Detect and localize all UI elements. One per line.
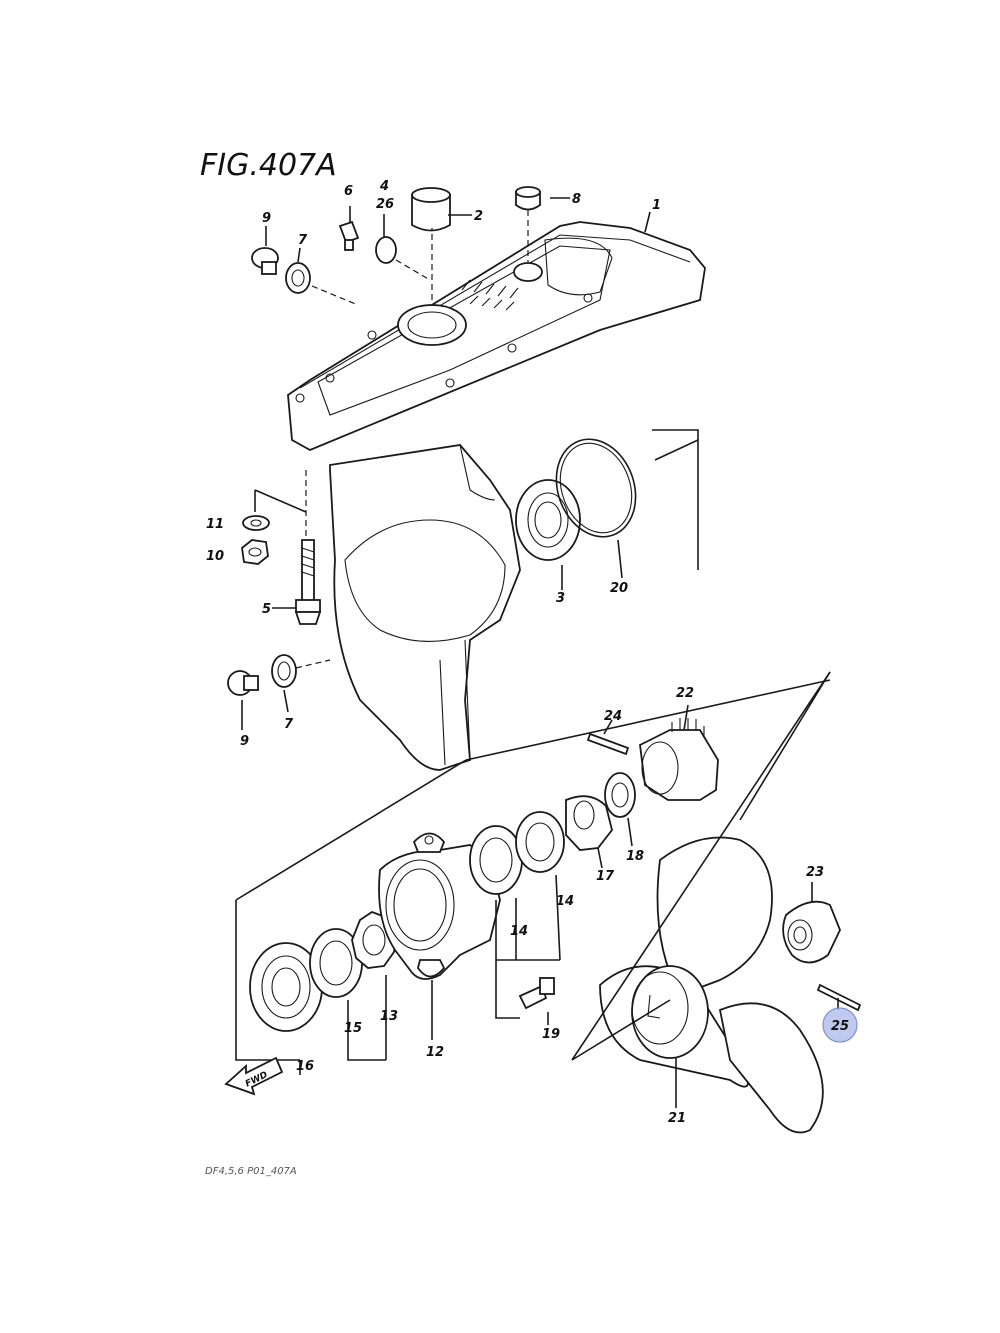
part-label-25[interactable]: 25 [831, 1019, 849, 1034]
part-label-14b[interactable]: 14 [556, 894, 574, 909]
part-label-1[interactable]: 1 [652, 198, 661, 213]
part-labels: 1 2 3 4 5 6 7 7 8 9 9 10 11 12 13 14 14 … [206, 179, 849, 1126]
gear-case-housing [287, 221, 706, 771]
part-label-23[interactable]: 23 [806, 865, 824, 880]
part-label-7-top[interactable]: 7 [298, 233, 308, 248]
part-label-9-top[interactable]: 9 [262, 211, 271, 226]
part-label-21[interactable]: 21 [668, 1111, 686, 1126]
part-label-20[interactable]: 20 [610, 581, 628, 596]
part-label-14a[interactable]: 14 [510, 924, 528, 939]
part-label-26[interactable]: 26 [376, 197, 394, 212]
part-label-18[interactable]: 18 [626, 849, 644, 864]
part-label-7-bottom[interactable]: 7 [284, 717, 294, 732]
part-label-9-bottom[interactable]: 9 [240, 734, 249, 749]
part-label-17[interactable]: 17 [596, 869, 615, 884]
drawing-code: DF4,5,6 P01_407A [205, 1166, 297, 1177]
figure-title: FIG.407A [200, 148, 337, 183]
part-label-16[interactable]: 16 [296, 1059, 314, 1074]
part-label-3[interactable]: 3 [556, 591, 565, 606]
part-label-2[interactable]: 2 [474, 209, 483, 224]
part-label-12[interactable]: 12 [426, 1045, 444, 1060]
part-label-4[interactable]: 4 [379, 179, 389, 194]
part-label-19[interactable]: 19 [542, 1027, 560, 1042]
forward-direction-arrow: FWD [224, 1056, 284, 1096]
part-label-6[interactable]: 6 [344, 184, 353, 199]
bearing-and-oring [515, 438, 637, 561]
part-label-5[interactable]: 5 [262, 602, 271, 617]
prop-nut-and-cotter-pin [782, 900, 862, 1012]
part-label-13[interactable]: 13 [380, 1009, 398, 1024]
leader-lines [235, 197, 839, 1108]
propeller [599, 836, 824, 1134]
part-label-8[interactable]: 8 [572, 192, 581, 207]
part-label-10[interactable]: 10 [206, 549, 224, 564]
highlight-marker-25 [822, 1007, 858, 1043]
part-label-22[interactable]: 22 [676, 686, 694, 701]
part-label-15[interactable]: 15 [344, 1021, 362, 1036]
part-label-24[interactable]: 24 [604, 709, 622, 724]
part-label-11[interactable]: 11 [206, 517, 224, 532]
left-side-parts [227, 515, 322, 696]
lower-assembly [249, 718, 719, 1032]
top-fasteners [251, 186, 541, 294]
